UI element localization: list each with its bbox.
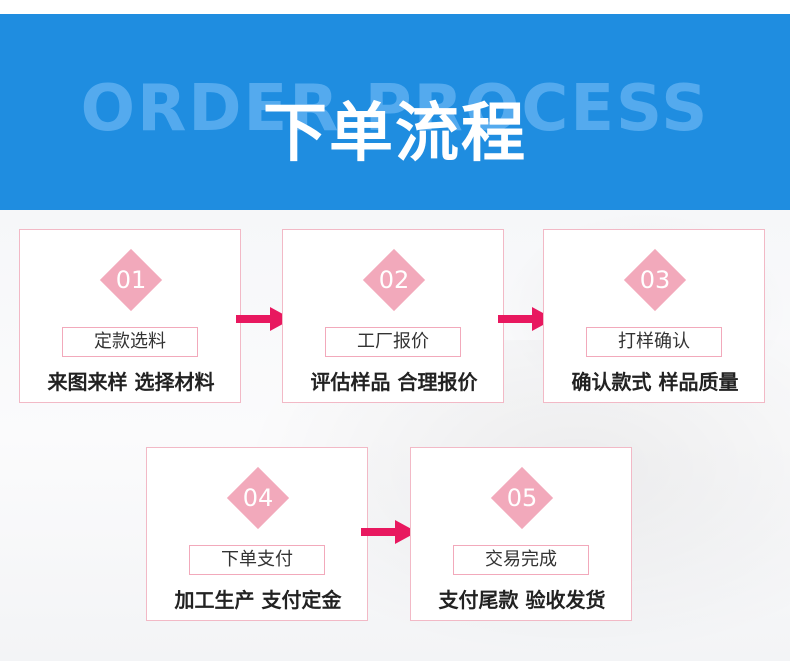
page-title: 下单流程 [263, 97, 527, 171]
step-number-badge: 04 [226, 466, 290, 530]
header-banner: ORDER PROCESS 下单流程 [0, 14, 790, 210]
step-card-2: 02 工厂报价 评估样品 合理报价 [282, 229, 504, 403]
step-card-1: 01 定款选料 来图来样 选择材料 [19, 229, 241, 403]
step-number-badge: 03 [623, 248, 687, 312]
step-description: 评估样品 合理报价 [310, 370, 478, 394]
step-number: 01 [115, 266, 147, 294]
step-label: 交易完成 [453, 545, 589, 575]
step-label: 定款选料 [62, 327, 198, 357]
step-number: 04 [242, 484, 274, 512]
step-description: 加工生产 支付定金 [174, 588, 342, 612]
step-number: 03 [639, 266, 671, 294]
step-card-3: 03 打样确认 确认款式 样品质量 [543, 229, 765, 403]
step-card-4: 04 下单支付 加工生产 支付定金 [146, 447, 368, 621]
banner-background-text: ORDER PROCESS [80, 72, 710, 146]
arrow-right-icon [236, 307, 292, 331]
step-description: 支付尾款 验收发货 [438, 588, 606, 612]
arrow-right-icon [361, 520, 417, 544]
step-number-badge: 05 [490, 466, 554, 530]
step-label: 工厂报价 [325, 327, 461, 357]
step-description: 来图来样 选择材料 [47, 370, 215, 394]
step-number: 02 [378, 266, 410, 294]
step-description: 确认款式 样品质量 [571, 370, 739, 394]
step-label: 打样确认 [586, 327, 722, 357]
step-label: 下单支付 [189, 545, 325, 575]
step-number: 05 [506, 484, 538, 512]
step-number-badge: 02 [362, 248, 426, 312]
step-card-5: 05 交易完成 支付尾款 验收发货 [410, 447, 632, 621]
step-number-badge: 01 [99, 248, 163, 312]
top-strip [0, 0, 790, 14]
